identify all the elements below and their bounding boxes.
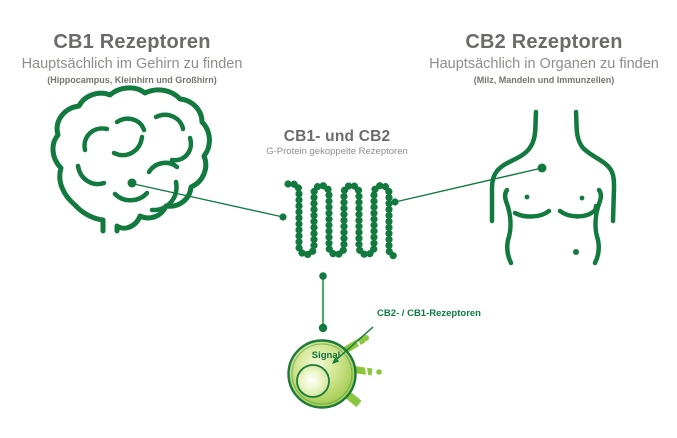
cb2-subtitle: Hauptsächlich in Organen zu finden	[429, 56, 659, 72]
brain-receptor-connector-line	[127, 178, 287, 221]
brain-icon	[50, 85, 212, 234]
cell-icon: Signal	[287, 335, 382, 409]
cell-nucleus	[296, 364, 330, 398]
cb2-title: CB2 Rezeptoren	[465, 31, 623, 53]
gpcr-coil-icon	[284, 180, 401, 260]
receptor-cell-connector-line	[318, 272, 328, 333]
cb1-subtitle: Hauptsächlich im Gehirn zu finden	[21, 56, 243, 72]
cell-inner-membrane	[291, 343, 353, 405]
cb1-detail: (Hippocampus, Kleinhirn und Großhirn)	[47, 75, 217, 86]
cb2-detail: (Milz, Mandeln und Immunzellen)	[473, 75, 615, 86]
receptor-subtitle: G-Protein gekoppelte Rezeptoren	[266, 146, 408, 158]
cell-receptor-label: CB2- / CB1-Rezeptoren	[377, 308, 481, 319]
torso-icon	[489, 109, 617, 266]
receptor-torso-connector-line	[391, 163, 547, 206]
receptor-label-pointer-arrow	[332, 326, 374, 364]
receptor-title: CB1- und CB2	[283, 128, 391, 145]
cb1-title: CB1 Rezeptoren	[53, 31, 211, 53]
cb2-heading-block: CB2 Rezeptoren Hauptsächlich in Organen …	[414, 31, 674, 85]
signal-label: Signal	[312, 350, 341, 361]
receptor-heading-block: CB1- und CB2 G-Protein gekoppelte Rezept…	[240, 128, 434, 158]
cb1-heading-block: CB1 Rezeptoren Hauptsächlich im Gehirn z…	[2, 31, 262, 85]
